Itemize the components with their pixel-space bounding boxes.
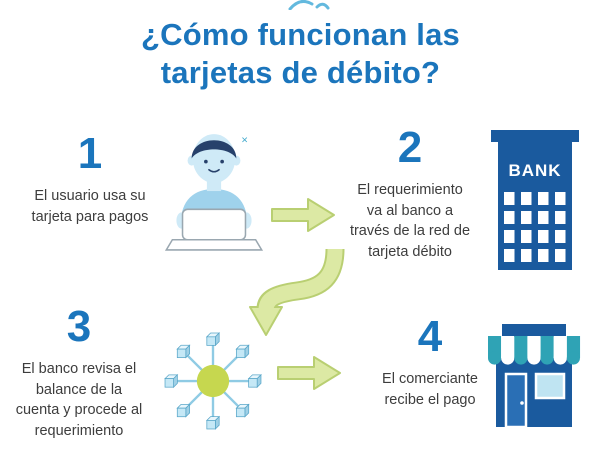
- arrow-right-step1-to-step2: [271, 198, 335, 232]
- step-1: 1 El usuario usa su tarjeta para pagos: [15, 132, 165, 227]
- bank-label: BANK: [508, 161, 561, 180]
- step-4: 4 El comerciante recibe el pago: [351, 315, 509, 410]
- bank-windows: [504, 192, 566, 262]
- step-2-text-line: El requerimiento: [357, 182, 463, 198]
- page-title-line1: ¿Cómo funcionan las: [141, 17, 460, 52]
- step-2: 2 El requerimiento va al banco a través …: [339, 126, 481, 262]
- step-4-text-line: recibe el pago: [384, 391, 476, 408]
- store-door: [504, 372, 528, 429]
- sparkle-x-mark: ×: [241, 134, 248, 146]
- step-3: 3 El banco revisa el balance de la cuent…: [3, 305, 155, 441]
- network-center-node: [196, 364, 230, 398]
- page-title: ¿Cómo funcionan las tarjetas de débito?: [0, 16, 601, 92]
- person-at-laptop-icon: ×: [164, 134, 264, 251]
- step-1-text-line: tarjeta para pagos: [31, 208, 149, 225]
- step-2-text-line: va al banco a: [366, 202, 454, 219]
- step-1-number: 1: [77, 129, 103, 178]
- arrow-right-step3-to-step4: [277, 356, 341, 390]
- step-4-number: 4: [417, 312, 443, 361]
- step-1-text: El usuario usa su tarjeta para pagos: [15, 186, 165, 227]
- step-3-text: El banco revisa el balance de la cuenta …: [3, 359, 155, 441]
- storefront-icon: [488, 324, 581, 429]
- bank-building-icon: BANK: [491, 130, 579, 270]
- step-2-text-line: tarjeta débito: [368, 243, 452, 260]
- page-title-line2: tarjetas de débito?: [160, 54, 441, 90]
- arrow-curved-step2-to-step3: [249, 248, 345, 336]
- step-4-text-line: El comerciante: [382, 371, 478, 387]
- step-2-number: 2: [397, 123, 423, 172]
- step-2-text-line: través de la red de: [349, 223, 471, 240]
- store-window: [534, 372, 566, 400]
- laptop: [164, 208, 264, 251]
- step-3-text-line: balance de la: [35, 381, 123, 398]
- step-2-text: El requerimiento va al banco a través de…: [339, 180, 481, 262]
- person-hair: [191, 140, 237, 159]
- step-3-text-line: requerimiento: [34, 422, 124, 439]
- step-1-text-line: El usuario usa su: [34, 188, 146, 204]
- network-hub-icon: [164, 332, 262, 430]
- store-awning: [488, 336, 581, 365]
- step-3-text-line: El banco revisa el: [21, 361, 137, 377]
- step-3-number: 3: [66, 302, 92, 351]
- cropped-top-graphic: [288, 0, 330, 10]
- step-3-text-line: cuenta y procede al: [15, 402, 143, 419]
- step-4-text: El comerciante recibe el pago: [351, 369, 509, 410]
